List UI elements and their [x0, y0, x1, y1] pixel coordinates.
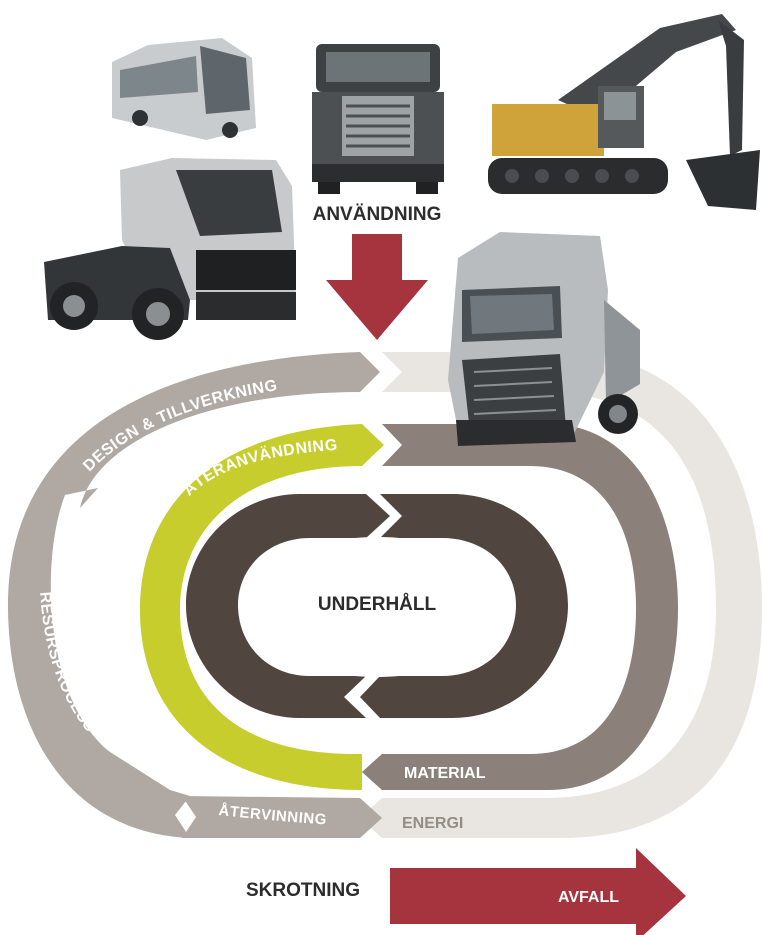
reuse-ring — [140, 424, 384, 790]
usage-down-arrow — [326, 234, 428, 340]
material-label: MATERIAL — [404, 765, 486, 782]
usage-label: ANVÄNDNING — [313, 204, 442, 225]
waste-arrow — [390, 848, 686, 935]
energy-label: ENERGI — [402, 815, 463, 832]
maintenance-label: UNDERHÅLL — [318, 594, 437, 615]
waste-label: AVFALL — [558, 889, 619, 906]
maintenance-loop-right — [360, 494, 568, 718]
maintenance-loop-left — [186, 605, 366, 718]
volvo-truck-image — [448, 232, 640, 446]
maintenance-loop-top — [186, 494, 390, 605]
renault-truck-image — [44, 158, 296, 340]
material-ring — [362, 424, 678, 790]
scrapping-label: SKROTNING — [246, 880, 360, 901]
excavator-image — [488, 14, 760, 210]
bus-image — [112, 38, 256, 140]
center-hole — [239, 537, 515, 677]
recycling-ribbon — [182, 796, 382, 838]
mack-truck-image — [312, 44, 444, 194]
